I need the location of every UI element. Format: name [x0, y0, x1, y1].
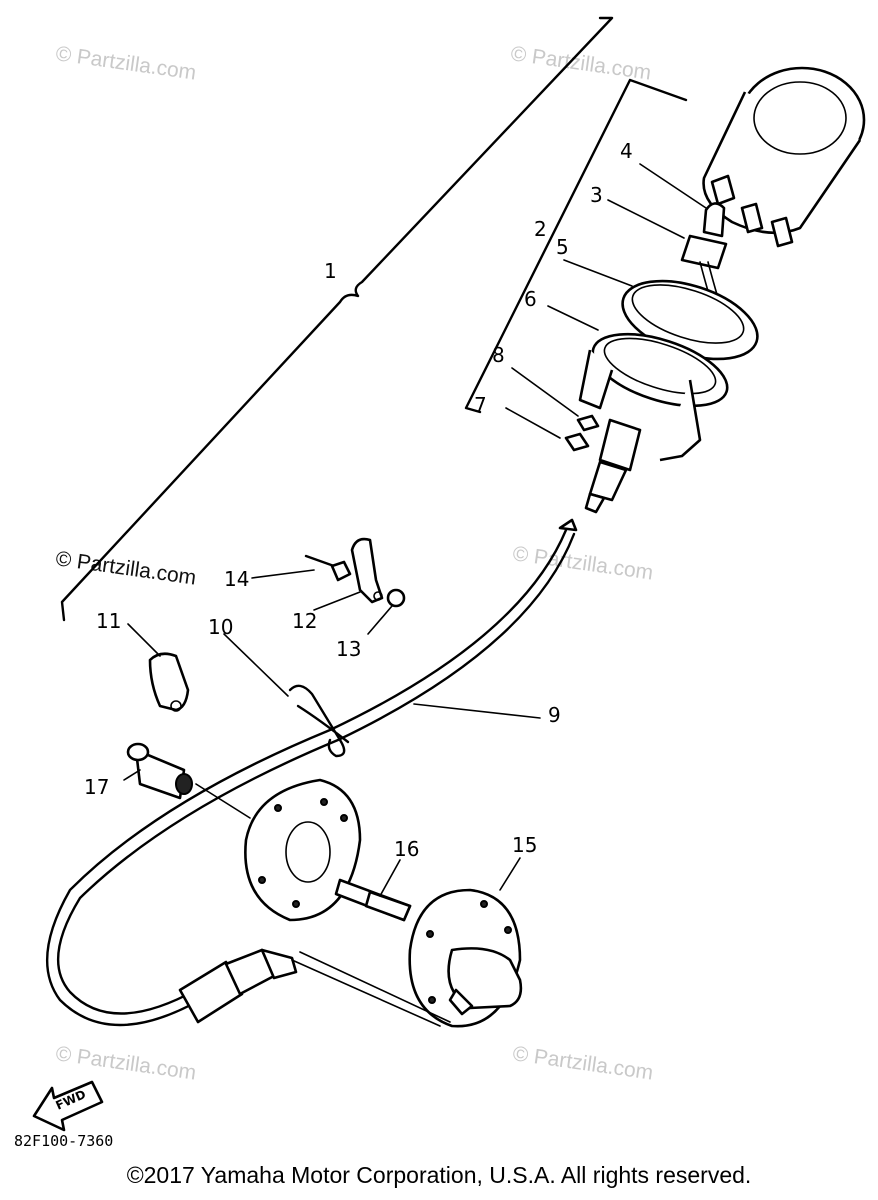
watermark: © Partzilla.com — [54, 1042, 197, 1084]
leader-lines — [123, 163, 707, 897]
meter-bracket — [578, 349, 702, 514]
callout-6: 6 — [524, 287, 537, 311]
callout-1: 1 — [324, 259, 337, 283]
watermark: © Partzilla.com — [511, 542, 654, 584]
forward-arrow-icon: FWD — [32, 1080, 104, 1132]
callout-5: 5 — [556, 235, 569, 259]
assembly-bracket-1 — [60, 16, 614, 622]
speedometer-cable — [45, 518, 578, 1027]
gear-shaft-16 — [334, 878, 412, 922]
callout-8: 8 — [492, 343, 505, 367]
callout-17: 17 — [84, 775, 109, 799]
callout-14: 14 — [224, 567, 249, 591]
callout-15: 15 — [512, 833, 537, 857]
speedometer-meter — [702, 66, 866, 248]
meter-cushion-6 — [591, 332, 729, 408]
callout-10: 10 — [208, 615, 233, 639]
spacer-17 — [126, 742, 193, 800]
meter-bulb — [702, 202, 726, 238]
callout-7: 7 — [474, 393, 487, 417]
drive-plate — [244, 778, 362, 922]
assembly-bracket-2 — [464, 78, 688, 414]
nut-7 — [564, 432, 590, 452]
screw-14 — [304, 554, 352, 582]
callout-2: 2 — [534, 217, 547, 241]
nut-8 — [576, 414, 600, 432]
diagram-code: 82F100-7360 — [14, 1132, 113, 1150]
cable-clamp-10 — [288, 684, 350, 758]
cable-guide-11 — [148, 652, 190, 712]
speedometer-gear-unit-15 — [408, 888, 523, 1028]
watermark: © Partzilla.com — [511, 1042, 654, 1084]
copyright-notice: ©2017 Yamaha Motor Corporation, U.S.A. A… — [126, 1162, 752, 1188]
callout-9: 9 — [548, 703, 561, 727]
watermark-dark: © Partzilla.com — [54, 547, 197, 589]
nut-13 — [386, 588, 406, 608]
watermark: © Partzilla.com — [509, 42, 652, 84]
callout-3: 3 — [590, 183, 603, 207]
callout-13: 13 — [336, 637, 361, 661]
watermark: © Partzilla.com — [54, 42, 197, 84]
callout-16: 16 — [394, 837, 419, 861]
reference-line — [195, 783, 451, 1027]
cable-holder-12 — [350, 537, 384, 604]
callout-11: 11 — [96, 609, 121, 633]
callout-4: 4 — [620, 139, 633, 163]
callout-12: 12 — [292, 609, 317, 633]
